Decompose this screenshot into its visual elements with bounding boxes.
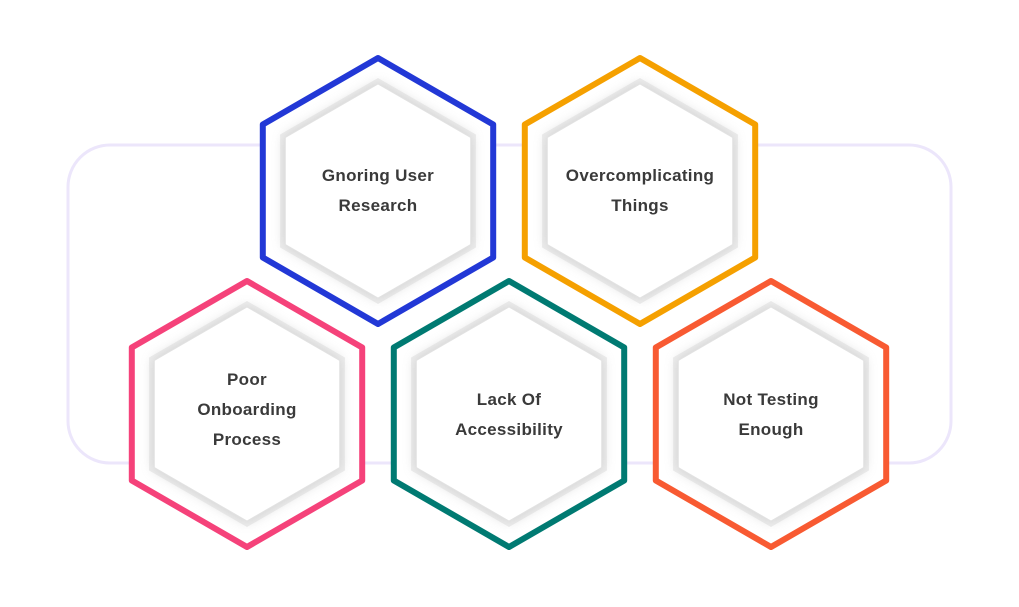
hexagon-poor-onboarding-process bbox=[128, 278, 366, 550]
hexagon-label-lack-of-accessibility: Lack Of Accessibility bbox=[455, 390, 563, 439]
hexagon-not-testing-enough bbox=[652, 278, 890, 550]
hexagon-inner-not-testing-enough bbox=[677, 306, 865, 522]
hexagon-inner-lack-of-accessibility bbox=[415, 306, 603, 522]
hexagon-label-gnoring-user-research: Gnoring User Research bbox=[321, 166, 435, 215]
hexagon-label-poor-onboarding-process: Poor Onboarding Process bbox=[197, 370, 297, 449]
hexagon-inner-gnoring-user-research bbox=[284, 83, 472, 299]
hexagon-lack-of-accessibility bbox=[390, 278, 628, 550]
hexagon-label-not-testing-enough: Not Testing Enough bbox=[723, 390, 819, 439]
hexagon-gnoring-user-research bbox=[259, 55, 497, 327]
hexagon-layer bbox=[128, 55, 890, 550]
hexagon-label-overcomplicating-things: Overcomplicating Things bbox=[565, 166, 715, 215]
hexagon-overcomplicating-things bbox=[521, 55, 759, 327]
hexagon-inner-poor-onboarding-process bbox=[153, 306, 341, 522]
hexagon-inner-overcomplicating-things bbox=[546, 83, 734, 299]
